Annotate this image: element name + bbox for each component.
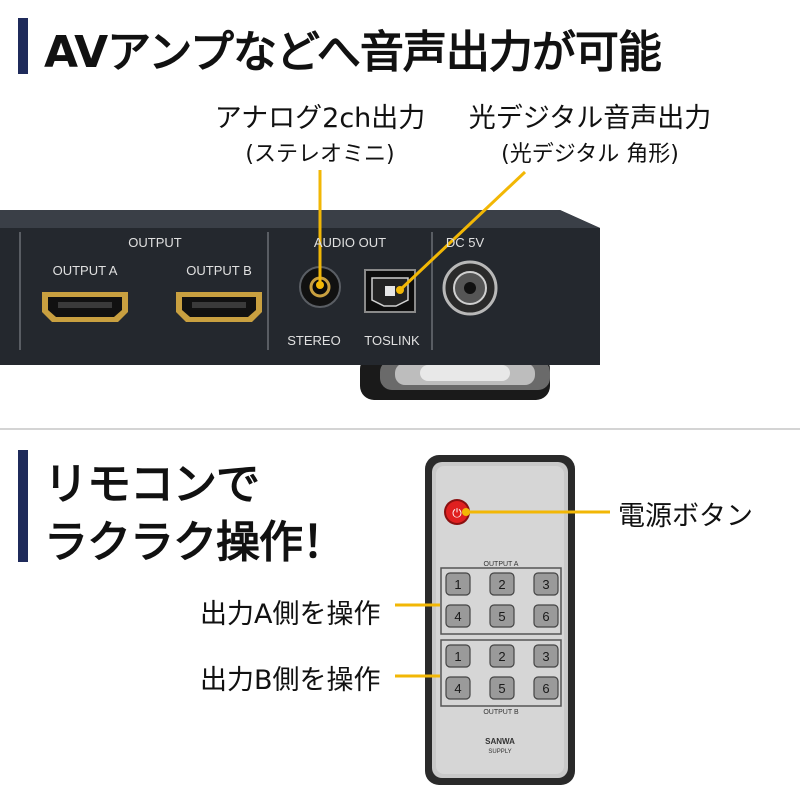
analog-output-label: アナログ2ch出力 — [214, 103, 426, 134]
remote-brand-sub: SUPPLY — [488, 749, 511, 755]
panel-label-output: OUTPUT — [128, 235, 182, 250]
remote-button-label: 5 — [498, 609, 505, 624]
remote-output-a-button-2[interactable]: 2 — [489, 572, 515, 596]
remote-button-label: 3 — [542, 649, 549, 664]
remote-button-label: 5 — [498, 681, 505, 696]
remote-output-b-button-5[interactable]: 5 — [489, 676, 515, 700]
power-button-label: 電源ボタン — [618, 501, 753, 532]
remote-output-b-button-3[interactable]: 3 — [533, 644, 559, 668]
panel-label-dc: DC 5V — [446, 235, 485, 250]
panel-label-stereo: STEREO — [287, 333, 340, 348]
remote-output-a-button-1[interactable]: 1 — [445, 572, 471, 596]
remote-button-label: 1 — [454, 577, 461, 592]
remote-output-a-button-5[interactable]: 5 — [489, 604, 515, 628]
panel-label-output-a: OUTPUT A — [53, 263, 118, 278]
panel-label-audio-out: AUDIO OUT — [314, 235, 386, 250]
output-b-control-label: 出力B側を操作 — [200, 665, 381, 696]
optical-output-label: 光デジタル音声出力 — [468, 103, 712, 134]
remote-output-b-button-2[interactable]: 2 — [489, 644, 515, 668]
hdmi-port-a — [42, 292, 128, 322]
remote-brand: SANWA — [485, 737, 515, 746]
heading-accent-bar — [18, 18, 28, 74]
remote-button-label: 6 — [542, 609, 549, 624]
section1-title: AVアンプなどへ音声出力が可能 — [44, 27, 662, 78]
remote-output-b-button-1[interactable]: 1 — [445, 644, 471, 668]
remote-button-label: 4 — [454, 681, 461, 696]
remote-output-b-button-4[interactable]: 4 — [445, 676, 471, 700]
dc-jack — [442, 260, 498, 316]
remote-control: ⏻ OUTPUT A OUTPUT B SANWA SUPPLY 1 2 3 4 5 6 1… — [395, 455, 610, 785]
remote-button-label: 1 — [454, 649, 461, 664]
hdmi-port-b — [176, 292, 262, 322]
remote-output-b-button-6[interactable]: 6 — [533, 676, 559, 700]
toslink-port — [364, 269, 416, 313]
section-divider — [0, 428, 800, 430]
rubber-feet — [360, 355, 550, 400]
remote-button-label: 2 — [498, 649, 505, 664]
section2-title-line2: ラクラク操作！ — [44, 517, 346, 568]
remote-output-a-label: OUTPUT A — [484, 561, 519, 568]
device-back-panel: OUTPUT OUTPUT A OUTPUT B AUDIO OUT STERE… — [0, 170, 600, 400]
remote-output-b-label: OUTPUT B — [483, 709, 519, 716]
remote-button-label: 3 — [542, 577, 549, 592]
panel-label-output-b: OUTPUT B — [186, 263, 252, 278]
panel-label-toslink: TOSLINK — [364, 333, 420, 348]
remote-button-label: 4 — [454, 609, 461, 624]
power-button[interactable]: ⏻ — [444, 499, 470, 525]
remote-button-label: 2 — [498, 577, 505, 592]
remote-output-a-button-6[interactable]: 6 — [533, 604, 559, 628]
heading-accent-bar-2 — [18, 450, 28, 562]
remote-output-a-button-4[interactable]: 4 — [445, 604, 471, 628]
output-a-control-label: 出力A側を操作 — [200, 599, 381, 630]
remote-output-a-button-3[interactable]: 3 — [533, 572, 559, 596]
svg-text:⏻: ⏻ — [452, 506, 462, 520]
analog-output-sublabel: (ステレオミニ) — [245, 142, 395, 167]
optical-output-sublabel: (光デジタル 角形) — [501, 142, 679, 167]
section2-title-line1: リモコンで — [44, 459, 260, 510]
remote-button-label: 6 — [542, 681, 549, 696]
